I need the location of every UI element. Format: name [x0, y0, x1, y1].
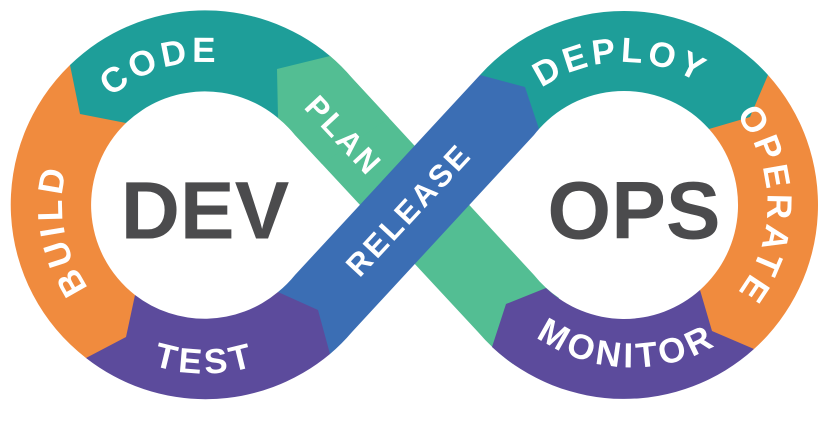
- segment-code: [70, 10, 330, 124]
- segment-operate: [700, 75, 818, 349]
- label-test: TEST: [151, 336, 259, 382]
- segment-plan-corner: [277, 56, 389, 164]
- segment-test: [86, 292, 330, 400]
- segment-deploy: [480, 11, 768, 129]
- segment-build: [10, 65, 136, 358]
- label-ops: OPS: [547, 166, 720, 257]
- segment-release-band: [278, 75, 539, 354]
- segment-monitor: [492, 288, 754, 399]
- label-dev: DEV: [121, 166, 290, 257]
